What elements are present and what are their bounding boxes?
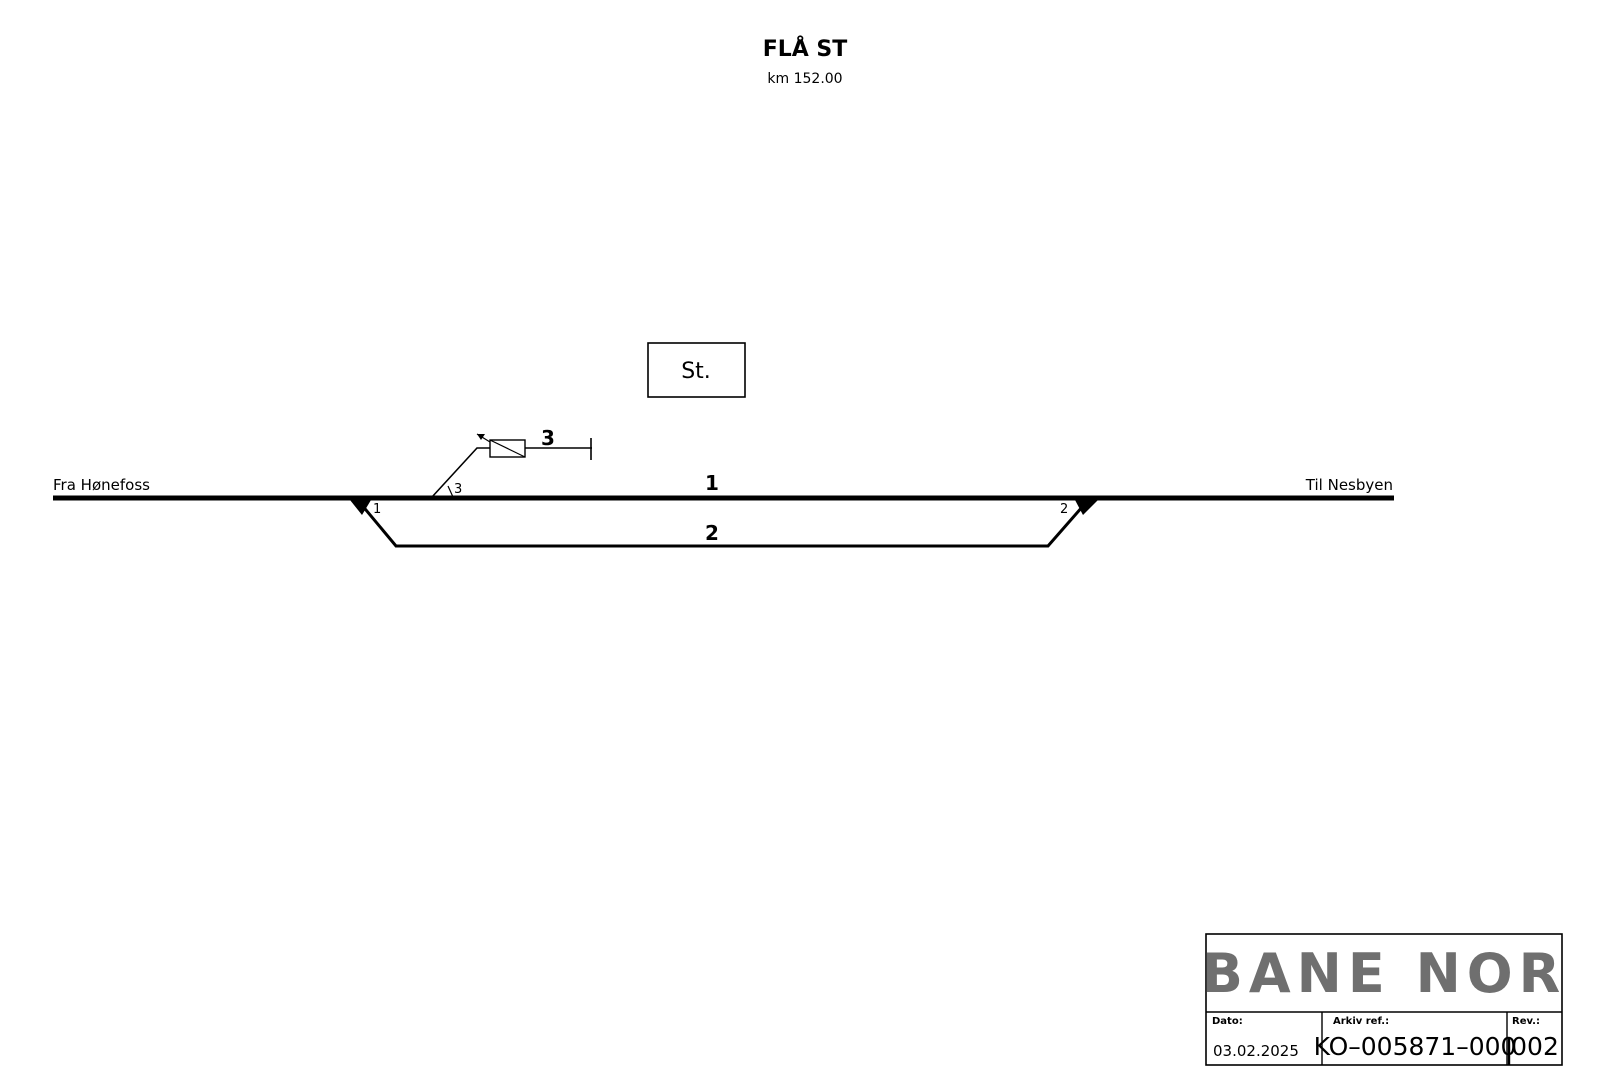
track-3-label: 3 [541,426,555,450]
km-marker: km 152.00 [767,71,842,87]
date-label: Dato: [1212,1016,1243,1027]
switch-2-marker [1075,500,1098,515]
date-value: 03.02.2025 [1213,1042,1299,1060]
archive-ref-label: Arkiv ref.: [1333,1016,1389,1027]
to-direction: Til Nesbyen [1305,476,1393,494]
siding-track-3 [431,447,592,498]
switch-3-marker [447,485,454,498]
bane-nor-logo: BANE NOR [1202,942,1567,1005]
archive-ref-value: KO–005871–000 [1314,1032,1517,1061]
switch-1-marker [350,500,371,515]
title-block-frame [1205,933,1563,1066]
track-1-label: 1 [705,471,719,495]
revision-value: 002 [1511,1032,1559,1061]
derailer-diagonal [489,439,526,458]
passing-track-2 [354,497,1092,548]
station-building [647,342,746,398]
from-direction: Fra Hønefoss [53,476,150,494]
station-building-label: St. [681,359,711,384]
switch-2-label: 2 [1060,502,1068,517]
switch-3-label: 3 [454,482,462,497]
switch-1-label: 1 [373,502,381,517]
station-title: FLÅ ST [763,36,848,62]
title-block: BANE NOR Dato: 03.02.2025 Arkiv ref.: KO… [1202,933,1567,1066]
derailer-arrow-icon [477,434,485,440]
revision-label: Rev.: [1512,1016,1540,1027]
track-2-label: 2 [705,521,719,545]
